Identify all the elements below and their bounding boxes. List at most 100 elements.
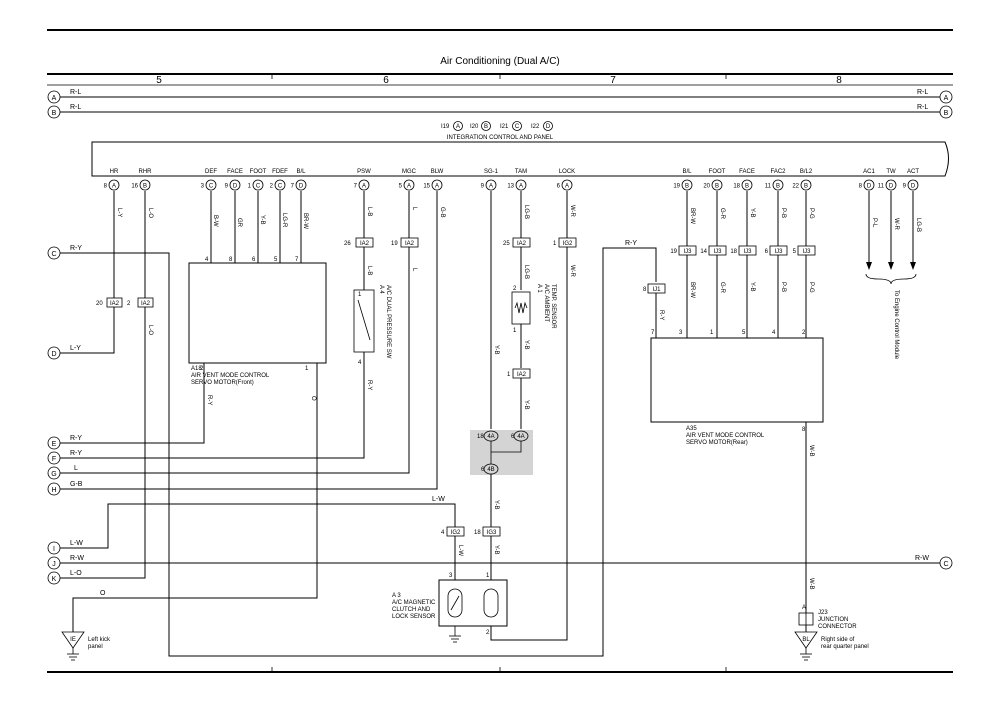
ground-ie-line1: Left kick bbox=[88, 637, 111, 643]
wire-label-lw: L-W bbox=[432, 496, 445, 503]
svg-text:26: 26 bbox=[344, 241, 351, 247]
svg-text:W-B: W-B bbox=[808, 578, 814, 590]
svg-text:A: A bbox=[456, 124, 460, 130]
svg-text:W-R: W-R bbox=[893, 218, 899, 231]
panel-pin-conn-id: A bbox=[407, 184, 411, 190]
panel-pin-connector bbox=[431, 179, 443, 191]
svg-text:5: 5 bbox=[742, 330, 746, 336]
grid-col-5: 5 bbox=[156, 75, 162, 86]
panel-pin-number: 16 bbox=[131, 184, 138, 190]
svg-text:6: 6 bbox=[765, 249, 769, 255]
wire-label-ry-right: R-Y bbox=[625, 240, 637, 247]
panel-pin-connector bbox=[515, 179, 527, 191]
svg-text:1: 1 bbox=[358, 292, 362, 298]
panel-pin-label: FOOT bbox=[709, 169, 726, 175]
svg-text:D: D bbox=[51, 351, 56, 358]
panel-pin-connector bbox=[139, 179, 151, 191]
svg-text:G-B: G-B bbox=[70, 481, 83, 488]
svg-text:5: 5 bbox=[274, 257, 278, 263]
panel-pin-connector bbox=[561, 179, 573, 191]
panel-pin-conn-id: C bbox=[278, 184, 283, 190]
j23-line1: JUNCTION bbox=[818, 617, 848, 623]
svg-text:18: 18 bbox=[477, 434, 484, 440]
a35-id: A35 bbox=[686, 426, 697, 432]
svg-text:I20: I20 bbox=[470, 124, 479, 130]
a18-line1: AIR VENT MODE CONTROL bbox=[191, 373, 270, 379]
panel-pin-conn-id: B bbox=[715, 184, 719, 190]
right-terminal-a: A bbox=[944, 95, 949, 102]
panel-pin-connector bbox=[711, 179, 723, 191]
panel-pin-number: 9 bbox=[903, 184, 907, 190]
svg-text:IG2: IG2 bbox=[563, 241, 573, 247]
panel-pin-conn-id: D bbox=[299, 184, 304, 190]
left-terminal-a: A bbox=[52, 95, 57, 102]
panel-pin-connector bbox=[358, 179, 370, 191]
svg-text:2: 2 bbox=[513, 286, 517, 292]
wire-label-ia2-lo: L-O bbox=[147, 325, 153, 335]
panel-pin-connector bbox=[772, 179, 784, 191]
a1-ambient-sensor bbox=[511, 291, 531, 325]
panel-pin-connector bbox=[229, 179, 241, 191]
svg-text:19: 19 bbox=[670, 249, 677, 255]
svg-text:L-Y: L-Y bbox=[70, 345, 81, 352]
rear-wire-label: P-G bbox=[808, 208, 814, 219]
panel-pin-conn-id: D bbox=[911, 184, 916, 190]
svg-text:B-W: B-W bbox=[212, 215, 218, 227]
svg-text:R-Y: R-Y bbox=[366, 380, 372, 390]
panel-pin-label: FAC2 bbox=[770, 169, 786, 175]
panel-pin-number: 1 bbox=[248, 184, 252, 190]
panel-pin-conn-id: A bbox=[519, 184, 523, 190]
svg-text:L-W: L-W bbox=[457, 545, 463, 556]
svg-text:8: 8 bbox=[229, 257, 233, 263]
svg-text:4: 4 bbox=[772, 330, 776, 336]
panel-pin-number: 7 bbox=[354, 184, 358, 190]
a3-id: A 3 bbox=[392, 593, 401, 599]
svg-text:R-W: R-W bbox=[70, 555, 84, 562]
svg-text:4: 4 bbox=[358, 360, 362, 366]
panel-pin-connector bbox=[295, 179, 307, 191]
panel-pin-conn-id: B bbox=[745, 184, 749, 190]
panel-pin-number: 8 bbox=[104, 184, 108, 190]
panel-pin-number: 19 bbox=[673, 184, 680, 190]
svg-text:L-O: L-O bbox=[70, 570, 82, 577]
svg-text:4: 4 bbox=[205, 257, 209, 263]
svg-text:6: 6 bbox=[511, 434, 515, 440]
panel-pin-conn-id: C bbox=[256, 184, 261, 190]
svg-text:1: 1 bbox=[553, 241, 557, 247]
rear-wire-label: P-B bbox=[780, 208, 786, 218]
panel-pin-connector bbox=[741, 179, 753, 191]
svg-text:W-R: W-R bbox=[569, 205, 575, 218]
right-terminal-c: C bbox=[943, 561, 948, 568]
a4-line1: A/C DUAL PRESSURE SW bbox=[385, 285, 391, 359]
svg-text:4A: 4A bbox=[487, 434, 494, 440]
panel-pin-number: 8 bbox=[859, 184, 863, 190]
svg-text:Y-B: Y-B bbox=[523, 340, 529, 349]
panel-pin-number: 9 bbox=[481, 184, 485, 190]
panel-pin-number: 20 bbox=[703, 184, 710, 190]
panel-pin-label: BLW bbox=[431, 169, 444, 175]
svg-text:R-Y: R-Y bbox=[70, 245, 82, 252]
ground-bl-line1: Right side of bbox=[821, 637, 855, 643]
svg-text:6: 6 bbox=[481, 467, 485, 473]
ecm-label: To Engine Control Module bbox=[893, 290, 899, 360]
panel-pin-number: 13 bbox=[507, 184, 514, 190]
grid-col-7: 7 bbox=[610, 75, 616, 86]
ecm-outputs: P-L W-R LG-B To Engine Control Module bbox=[865, 191, 921, 360]
j23-line2: CONNECTOR bbox=[818, 624, 857, 630]
svg-text:I21: I21 bbox=[500, 124, 509, 130]
ground-bl-symbol bbox=[794, 631, 818, 649]
panel-pin-conn-id: A bbox=[435, 184, 439, 190]
panel-pin-label: B/L bbox=[682, 169, 692, 175]
grid-col-8: 8 bbox=[836, 75, 842, 86]
svg-text:20: 20 bbox=[96, 301, 103, 307]
panel-pin-conn-id: D bbox=[233, 184, 238, 190]
svg-text:O: O bbox=[310, 396, 316, 401]
svg-text:IJ3: IJ3 bbox=[774, 249, 783, 255]
a3-line3: LOCK SENSOR bbox=[392, 614, 436, 620]
left-terminal-b: B bbox=[52, 110, 57, 117]
a35-line1: AIR VENT MODE CONTROL bbox=[686, 433, 765, 439]
a18-line2: SERVO MOTOR(Front) bbox=[191, 380, 254, 386]
panel-pin-label: HR bbox=[110, 169, 119, 175]
